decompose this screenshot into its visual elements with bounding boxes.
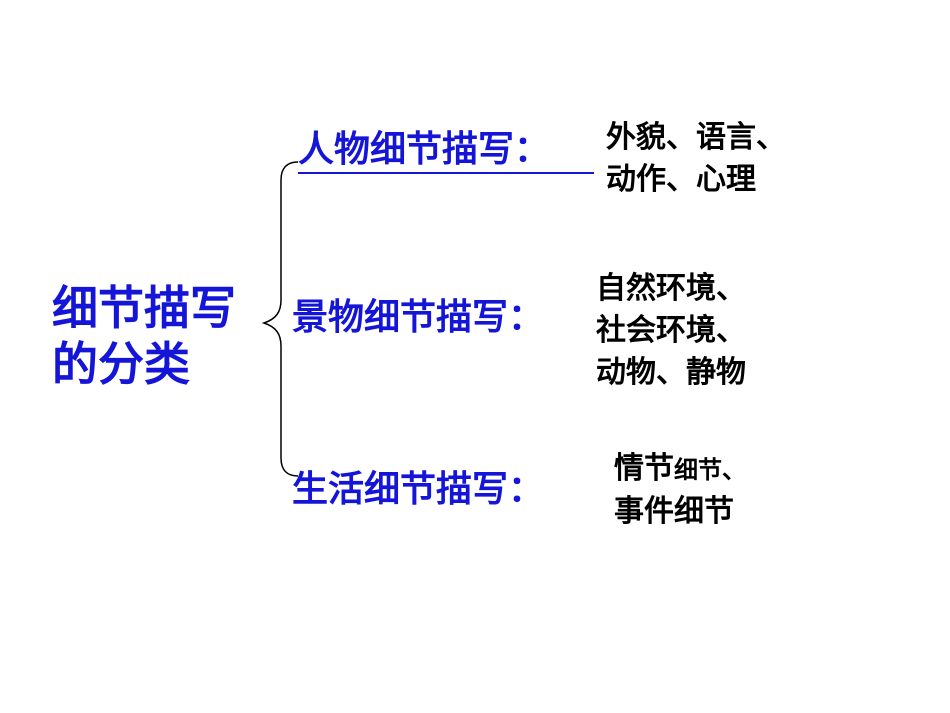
root-title-line2: 的分类	[52, 337, 190, 391]
root-title-line1: 细节描写	[52, 281, 236, 335]
detail-life-line1-b: 细节、	[674, 456, 746, 484]
detail-life-line1-a: 情节	[614, 451, 674, 486]
detail-character-line2: 动作、心理	[606, 162, 756, 197]
detail-scenery-line1: 自然环境、	[596, 271, 746, 306]
detail-life: 情节细节、 事件细节	[614, 448, 746, 533]
branch-label-character: 人物细节描写：	[298, 130, 594, 174]
detail-character: 外貌、语言、 动作、心理	[606, 117, 786, 201]
branch-label-life: 生活细节描写：	[292, 469, 545, 510]
detail-scenery: 自然环境、 社会环境、 动物、静物	[596, 268, 746, 394]
detail-scenery-line2: 社会环境、	[596, 313, 746, 348]
detail-character-line1: 外貌、语言、	[606, 120, 786, 155]
detail-life-line2: 事件细节	[614, 494, 734, 529]
root-title: 细节描写 的分类	[52, 280, 236, 392]
detail-life-line1: 情节细节、	[614, 448, 746, 491]
branch-label-scenery: 景物细节描写：	[292, 297, 545, 338]
detail-scenery-line3: 动物、静物	[596, 355, 746, 390]
